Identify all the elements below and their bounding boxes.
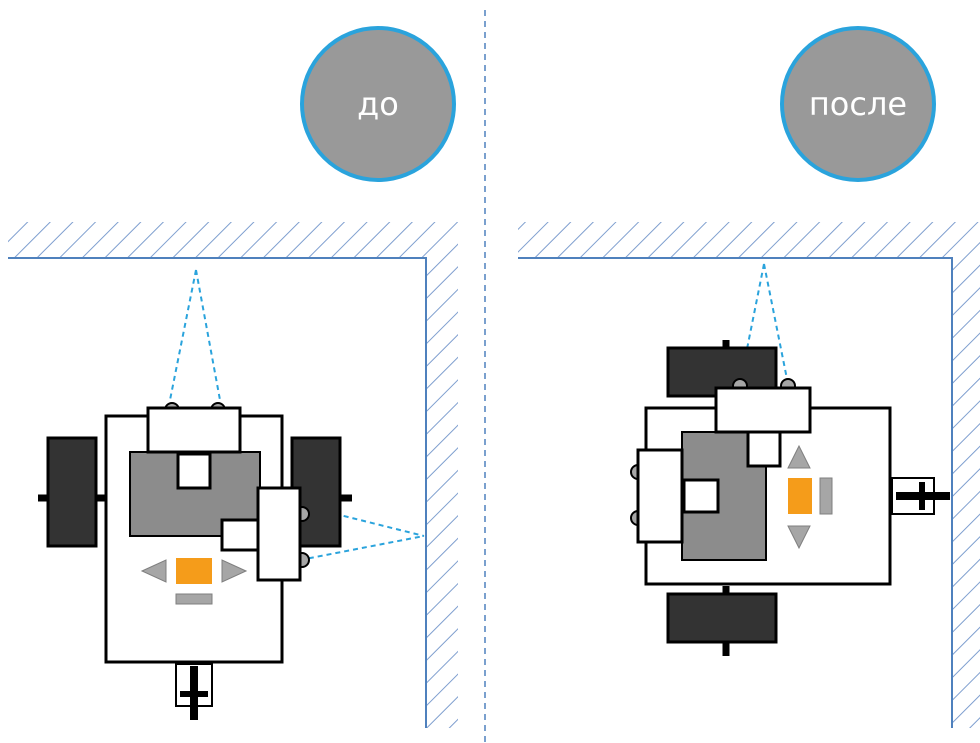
before-label: до — [357, 85, 399, 123]
right-arrow-icon — [221, 559, 248, 583]
orange-button — [176, 558, 212, 584]
after-badge: после — [780, 26, 936, 182]
gray-button — [175, 593, 213, 605]
down-arrow-icon — [787, 525, 811, 550]
bottom-wheel — [666, 592, 778, 644]
gray-button — [819, 477, 833, 515]
after-label: после — [809, 85, 907, 123]
before-panel: до — [8, 26, 458, 728]
right-wall-hatch — [426, 258, 458, 728]
after-panel: после — [518, 26, 980, 728]
wall-line — [8, 257, 427, 728]
right-wall-hatch — [952, 258, 980, 728]
top-wall-hatch — [518, 222, 980, 258]
wall-line — [518, 257, 953, 728]
robot-before — [38, 402, 352, 720]
before-badge: до — [300, 26, 456, 182]
left-arrow-icon — [140, 559, 167, 583]
side-sensor — [636, 448, 684, 544]
front-sensor — [146, 406, 242, 454]
side-sensor — [256, 486, 302, 582]
top-wall-hatch — [8, 222, 458, 258]
orange-button — [788, 478, 812, 514]
up-arrow-icon — [787, 444, 811, 469]
front-sensor — [714, 386, 812, 434]
left-wheel — [46, 436, 98, 548]
robot-after — [630, 340, 950, 656]
